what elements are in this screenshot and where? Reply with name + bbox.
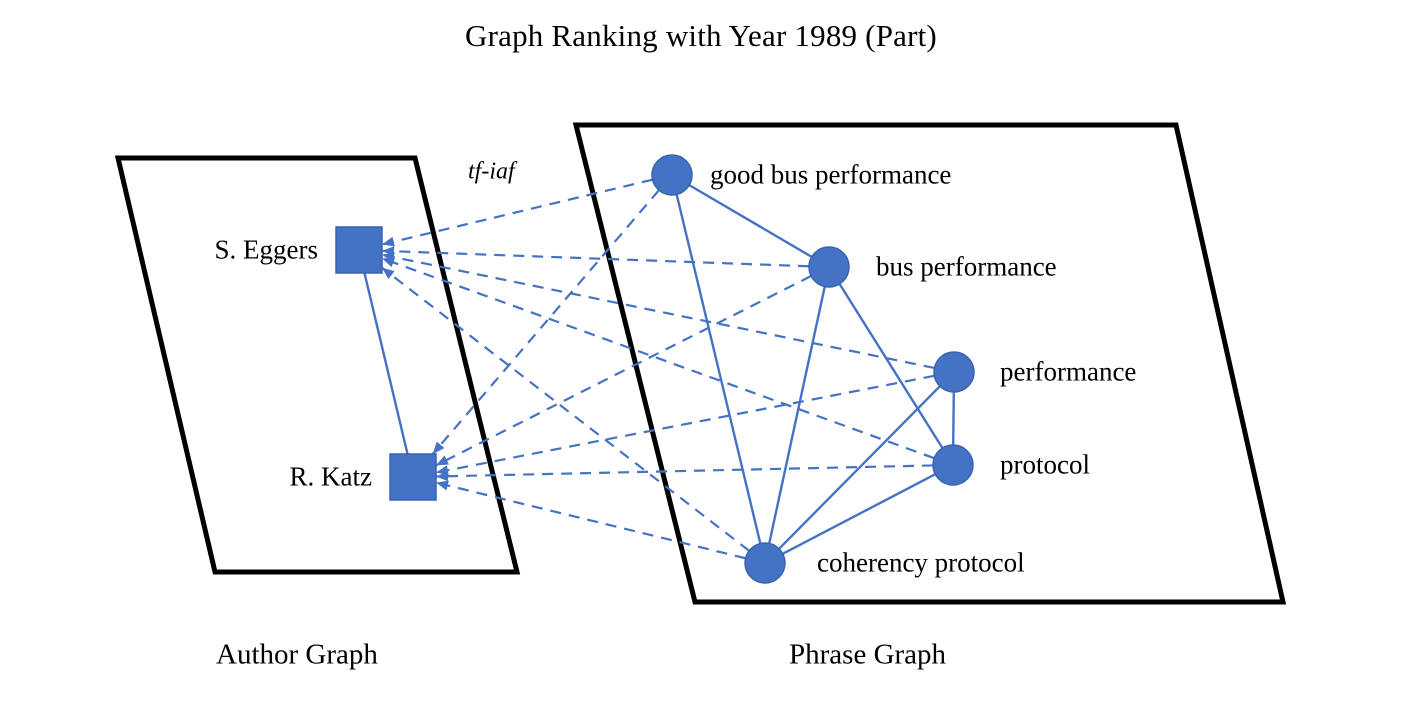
phrase-node-label-bus-performance: bus performance [876, 251, 1057, 282]
cross-edge-arrowhead [382, 236, 395, 247]
cross-edge-layer [381, 178, 935, 560]
phrase-node-protocol[interactable] [932, 444, 974, 486]
phrase-node-label-coherency-protocol: coherency protocol [817, 547, 1025, 578]
intra-edge-performance-to-protocol [952, 391, 955, 446]
intra-edge-eggers-to-katz [363, 272, 409, 455]
cross-edge-arrowhead [436, 471, 449, 482]
intra-edge-good_bus_performance-to-bus_performance [688, 184, 813, 258]
intra-edge-good_bus_performance-to-coherency_protocol [675, 194, 762, 544]
cross-edge-katz-to-protocol [435, 464, 934, 478]
phrase-node-performance[interactable] [933, 351, 975, 393]
cross-edge-arrowhead [436, 480, 449, 491]
cross-edge-katz-to-good_bus_performance [431, 189, 660, 455]
tf-iaf-edge-label: tf-iaf [468, 158, 515, 185]
intra-edge-layer [363, 184, 955, 555]
cross-edge-arrowhead [436, 455, 449, 466]
phrase-node-label-protocol: protocol [1000, 449, 1090, 480]
node-layer [335, 154, 975, 584]
cross-edge-katz-to-performance [435, 374, 935, 474]
phrase-graph-caption: Phrase Graph [789, 638, 947, 671]
cross-edge-eggers-to-good_bus_performance [381, 178, 653, 246]
author-graph-panel [114, 155, 521, 575]
intra-edge-bus_performance-to-coherency_protocol [768, 286, 826, 544]
cross-edge-katz-to-coherency_protocol [435, 481, 746, 560]
author-node-eggers[interactable] [335, 226, 383, 274]
intra-edge-bus_performance-to-protocol [838, 283, 944, 449]
cross-edge-katz-to-bus_performance [435, 275, 812, 467]
intra-edge-performance-to-coherency_protocol [778, 385, 941, 550]
author-graph-caption: Author Graph [216, 638, 378, 671]
cross-edge-eggers-to-bus_performance [381, 249, 810, 268]
intra-edge-protocol-to-coherency_protocol [782, 473, 936, 555]
author-node-label-katz: R. Katz [289, 461, 372, 492]
cross-edge-eggers-to-coherency_protocol [381, 266, 750, 552]
cross-edge-arrowhead [432, 441, 445, 454]
cross-edge-arrowhead [382, 267, 395, 280]
figure-title: Graph Ranking with Year 1989 (Part) [465, 18, 937, 53]
phrase-node-coherency_protocol[interactable] [744, 542, 786, 584]
phrase-node-bus_performance[interactable] [808, 246, 850, 288]
phrase-node-good_bus_performance[interactable] [651, 154, 693, 196]
phrase-node-label-good-bus-performance: good bus performance [710, 159, 952, 190]
cross-edge-arrowhead [382, 257, 395, 268]
phrase-graph-panel [572, 122, 1287, 605]
cross-edge-eggers-to-protocol [381, 257, 935, 460]
author-node-katz[interactable] [389, 453, 437, 501]
author-node-label-eggers: S. Eggers [214, 234, 319, 265]
phrase-node-label-performance: performance [1000, 356, 1137, 387]
